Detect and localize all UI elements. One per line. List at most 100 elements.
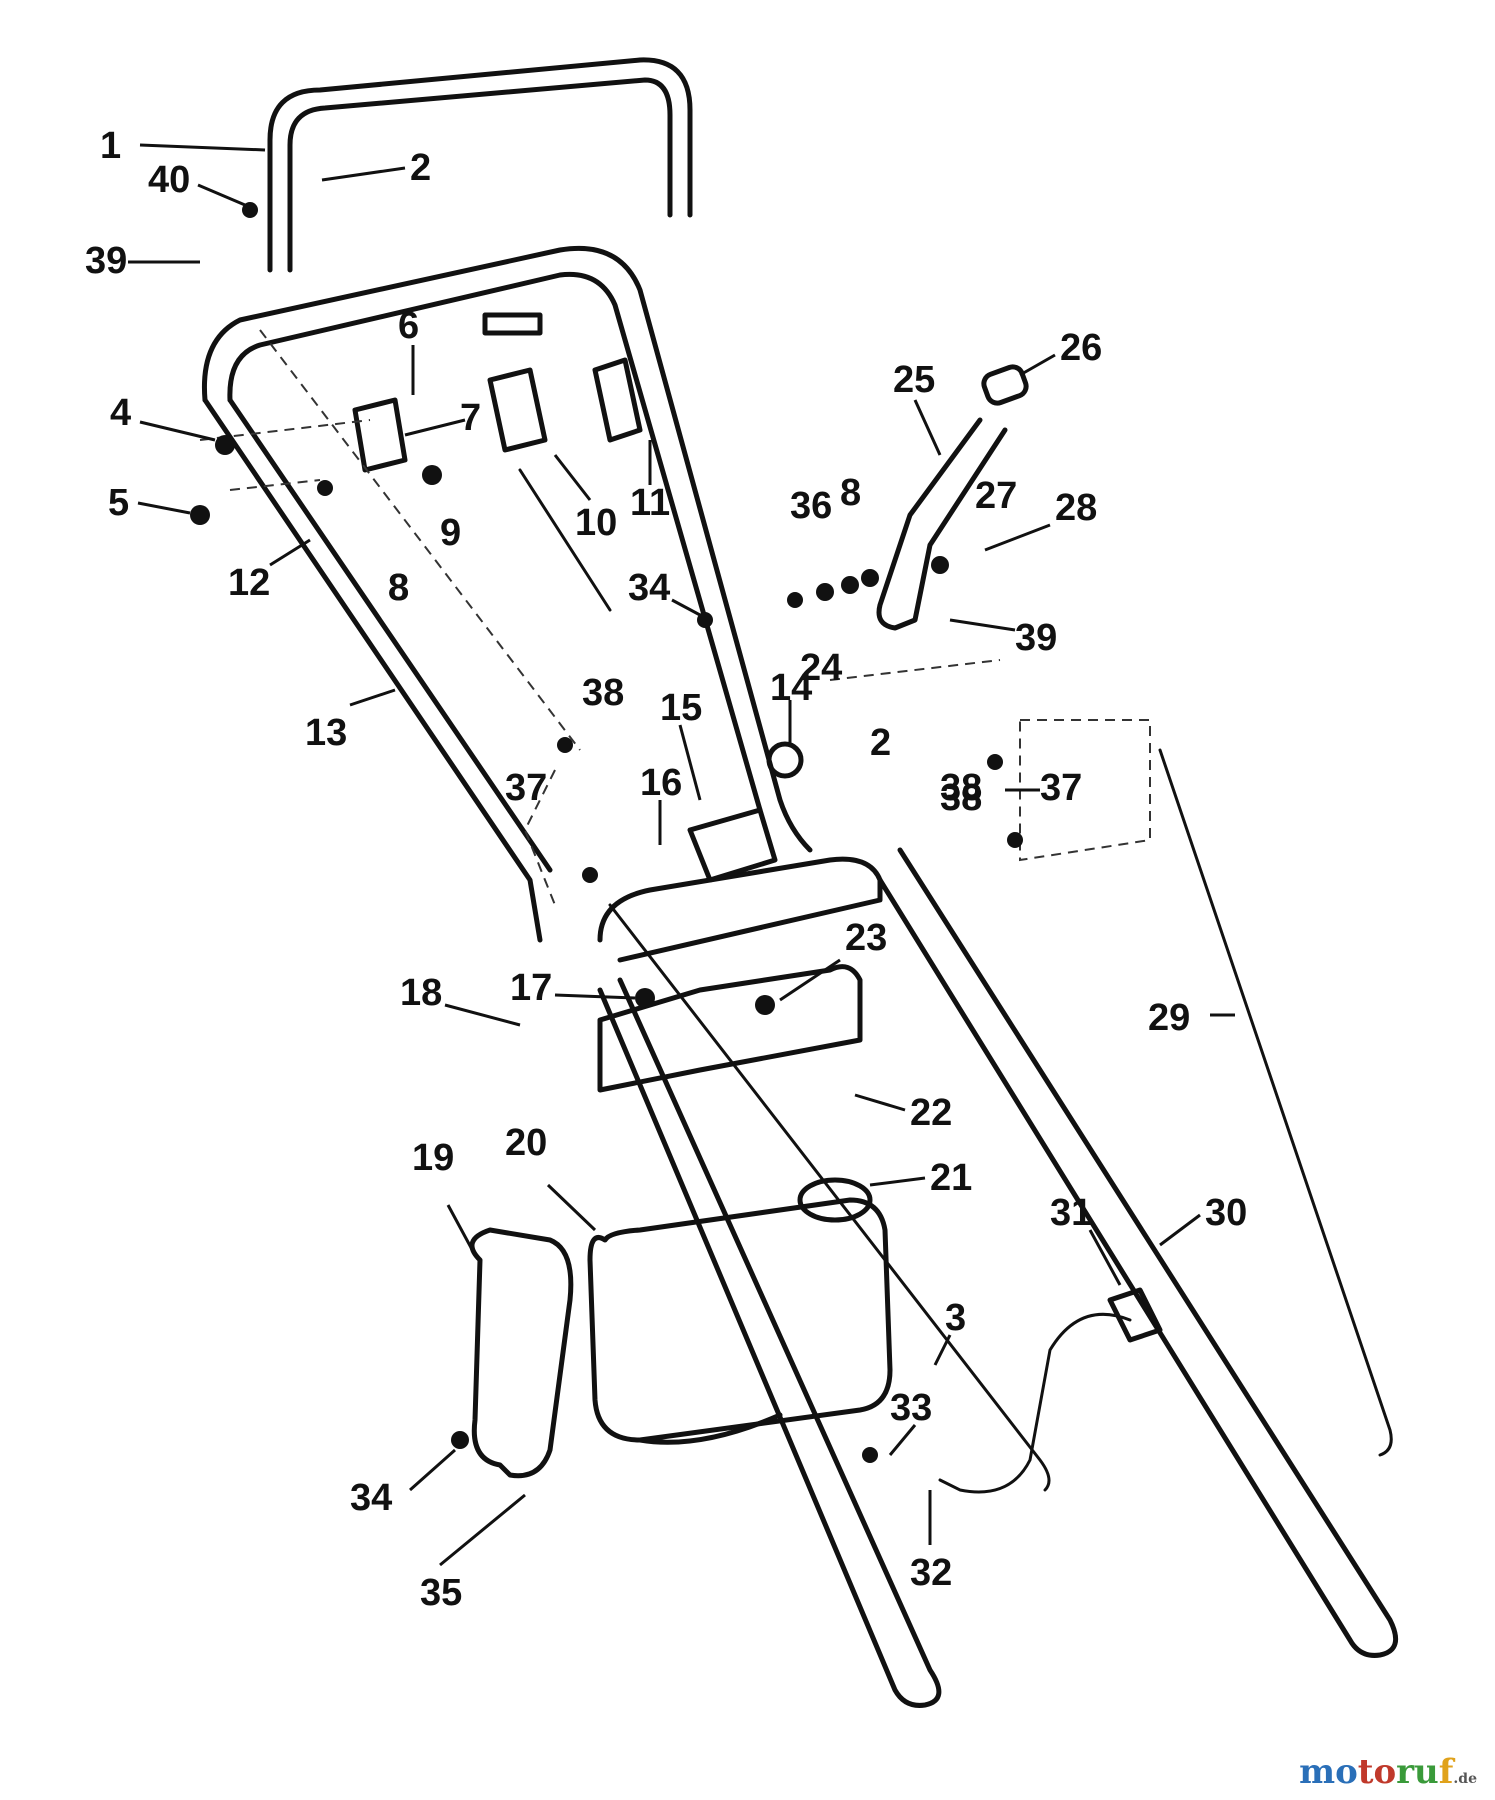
leader-3 xyxy=(933,1334,952,1366)
nut-38a xyxy=(557,737,573,753)
reference-line-3 xyxy=(259,329,581,751)
watermark-part-3: ru xyxy=(1396,1752,1439,1792)
callout-25: 25 xyxy=(893,359,935,401)
cable-connector xyxy=(1107,1287,1163,1343)
fuel-tank-front xyxy=(637,1412,783,1445)
callout-40: 40 xyxy=(148,159,190,201)
reference-line-2 xyxy=(229,479,321,491)
callout-35: 35 xyxy=(420,1572,462,1614)
leader-39b xyxy=(949,618,1016,632)
watermark-part-1: mo xyxy=(1299,1752,1358,1792)
callout-20: 20 xyxy=(505,1122,547,1164)
callout-6: 6 xyxy=(398,305,419,347)
callout-39-right: 39 xyxy=(1015,617,1057,659)
leader-31 xyxy=(1088,1229,1122,1286)
mount-bracket xyxy=(352,397,408,473)
reference-line-6 xyxy=(829,659,1001,681)
leader-34b xyxy=(409,1448,456,1492)
nut-38c xyxy=(987,754,1003,770)
reference-line-1 xyxy=(199,419,371,441)
callout-36: 36 xyxy=(790,485,832,527)
leader-13 xyxy=(349,688,396,707)
leader-18 xyxy=(444,1003,521,1027)
fuel-tank xyxy=(587,1197,893,1443)
nut-34 xyxy=(697,612,713,628)
washer-27 xyxy=(931,556,949,574)
callout-37: 37 xyxy=(505,767,547,809)
engine-bracket xyxy=(687,807,778,883)
throttle-cable xyxy=(518,468,612,612)
callout-7: 7 xyxy=(460,397,481,439)
drive-rod xyxy=(1158,748,1393,1457)
washer-8 xyxy=(317,480,333,496)
leader-33 xyxy=(888,1424,917,1456)
callout-8-left-2: 8 xyxy=(388,567,409,609)
callout-14: 14 xyxy=(770,667,812,709)
nut-33 xyxy=(862,1447,878,1463)
callout-10: 10 xyxy=(575,502,617,544)
leader-35 xyxy=(439,1493,526,1567)
main-handle-left-tube xyxy=(201,245,813,853)
callout-4: 4 xyxy=(110,392,131,434)
leader-30 xyxy=(1159,1213,1201,1247)
callout-19: 19 xyxy=(412,1137,454,1179)
lever-grip xyxy=(981,364,1029,406)
callout-21: 21 xyxy=(930,1157,972,1199)
watermark-part-2: to xyxy=(1357,1752,1397,1792)
callout-38: 38 xyxy=(582,672,624,714)
bolt-5 xyxy=(190,505,210,525)
callout-32: 32 xyxy=(910,1552,952,1594)
callout-8: 8 xyxy=(388,567,409,609)
leader-20 xyxy=(546,1183,597,1232)
leader-1 xyxy=(139,143,266,152)
fuel-cap xyxy=(797,1177,873,1223)
callout-1: 1 xyxy=(100,125,121,167)
nut-17 xyxy=(635,988,655,1008)
switch-body xyxy=(592,357,643,443)
callout-24: 24 xyxy=(800,647,842,689)
washer-8b xyxy=(841,576,859,594)
throttle-control xyxy=(487,367,548,453)
reference-line-4 xyxy=(1019,719,1151,862)
callout-38-right: 38 xyxy=(940,777,982,819)
leader-22 xyxy=(854,1093,906,1112)
left-handle-leg-inner xyxy=(227,397,553,873)
callout-16: 16 xyxy=(640,762,682,804)
callout-37-right: 37 xyxy=(1040,767,1082,809)
leader-15 xyxy=(678,724,702,801)
callout-34: 34 xyxy=(628,567,670,609)
leader-26 xyxy=(1019,353,1056,377)
upper-handle xyxy=(267,57,693,273)
callout-2-right: 2 xyxy=(870,722,891,764)
callout-13: 13 xyxy=(305,712,347,754)
nut-34b xyxy=(451,1431,469,1449)
reference-line-5 xyxy=(523,769,556,906)
leader-21 xyxy=(869,1176,926,1187)
leader-25 xyxy=(913,399,942,456)
callout-39: 39 xyxy=(85,240,127,282)
knob xyxy=(766,741,804,779)
callout-5: 5 xyxy=(108,482,129,524)
control-lever xyxy=(876,417,1008,631)
washer-24 xyxy=(787,592,803,608)
callout-18: 18 xyxy=(400,972,442,1014)
watermark-domain: .de xyxy=(1453,1771,1477,1787)
leader-7 xyxy=(404,418,466,437)
lower-handle-left xyxy=(597,977,942,1708)
nut-23 xyxy=(755,995,775,1015)
nut-40 xyxy=(242,202,258,218)
throttle-knob xyxy=(482,312,543,336)
callout-33: 33 xyxy=(890,1387,932,1429)
callout-28: 28 xyxy=(1055,487,1097,529)
washer-8c xyxy=(861,569,879,587)
nut-38d xyxy=(1007,832,1023,848)
leader-28 xyxy=(984,523,1051,552)
electric-cable xyxy=(938,1312,1132,1494)
callout-12: 12 xyxy=(228,562,270,604)
callout-22: 22 xyxy=(910,1092,952,1134)
leader-5 xyxy=(137,501,191,515)
leader-34 xyxy=(671,598,701,617)
leader-4 xyxy=(139,420,216,442)
